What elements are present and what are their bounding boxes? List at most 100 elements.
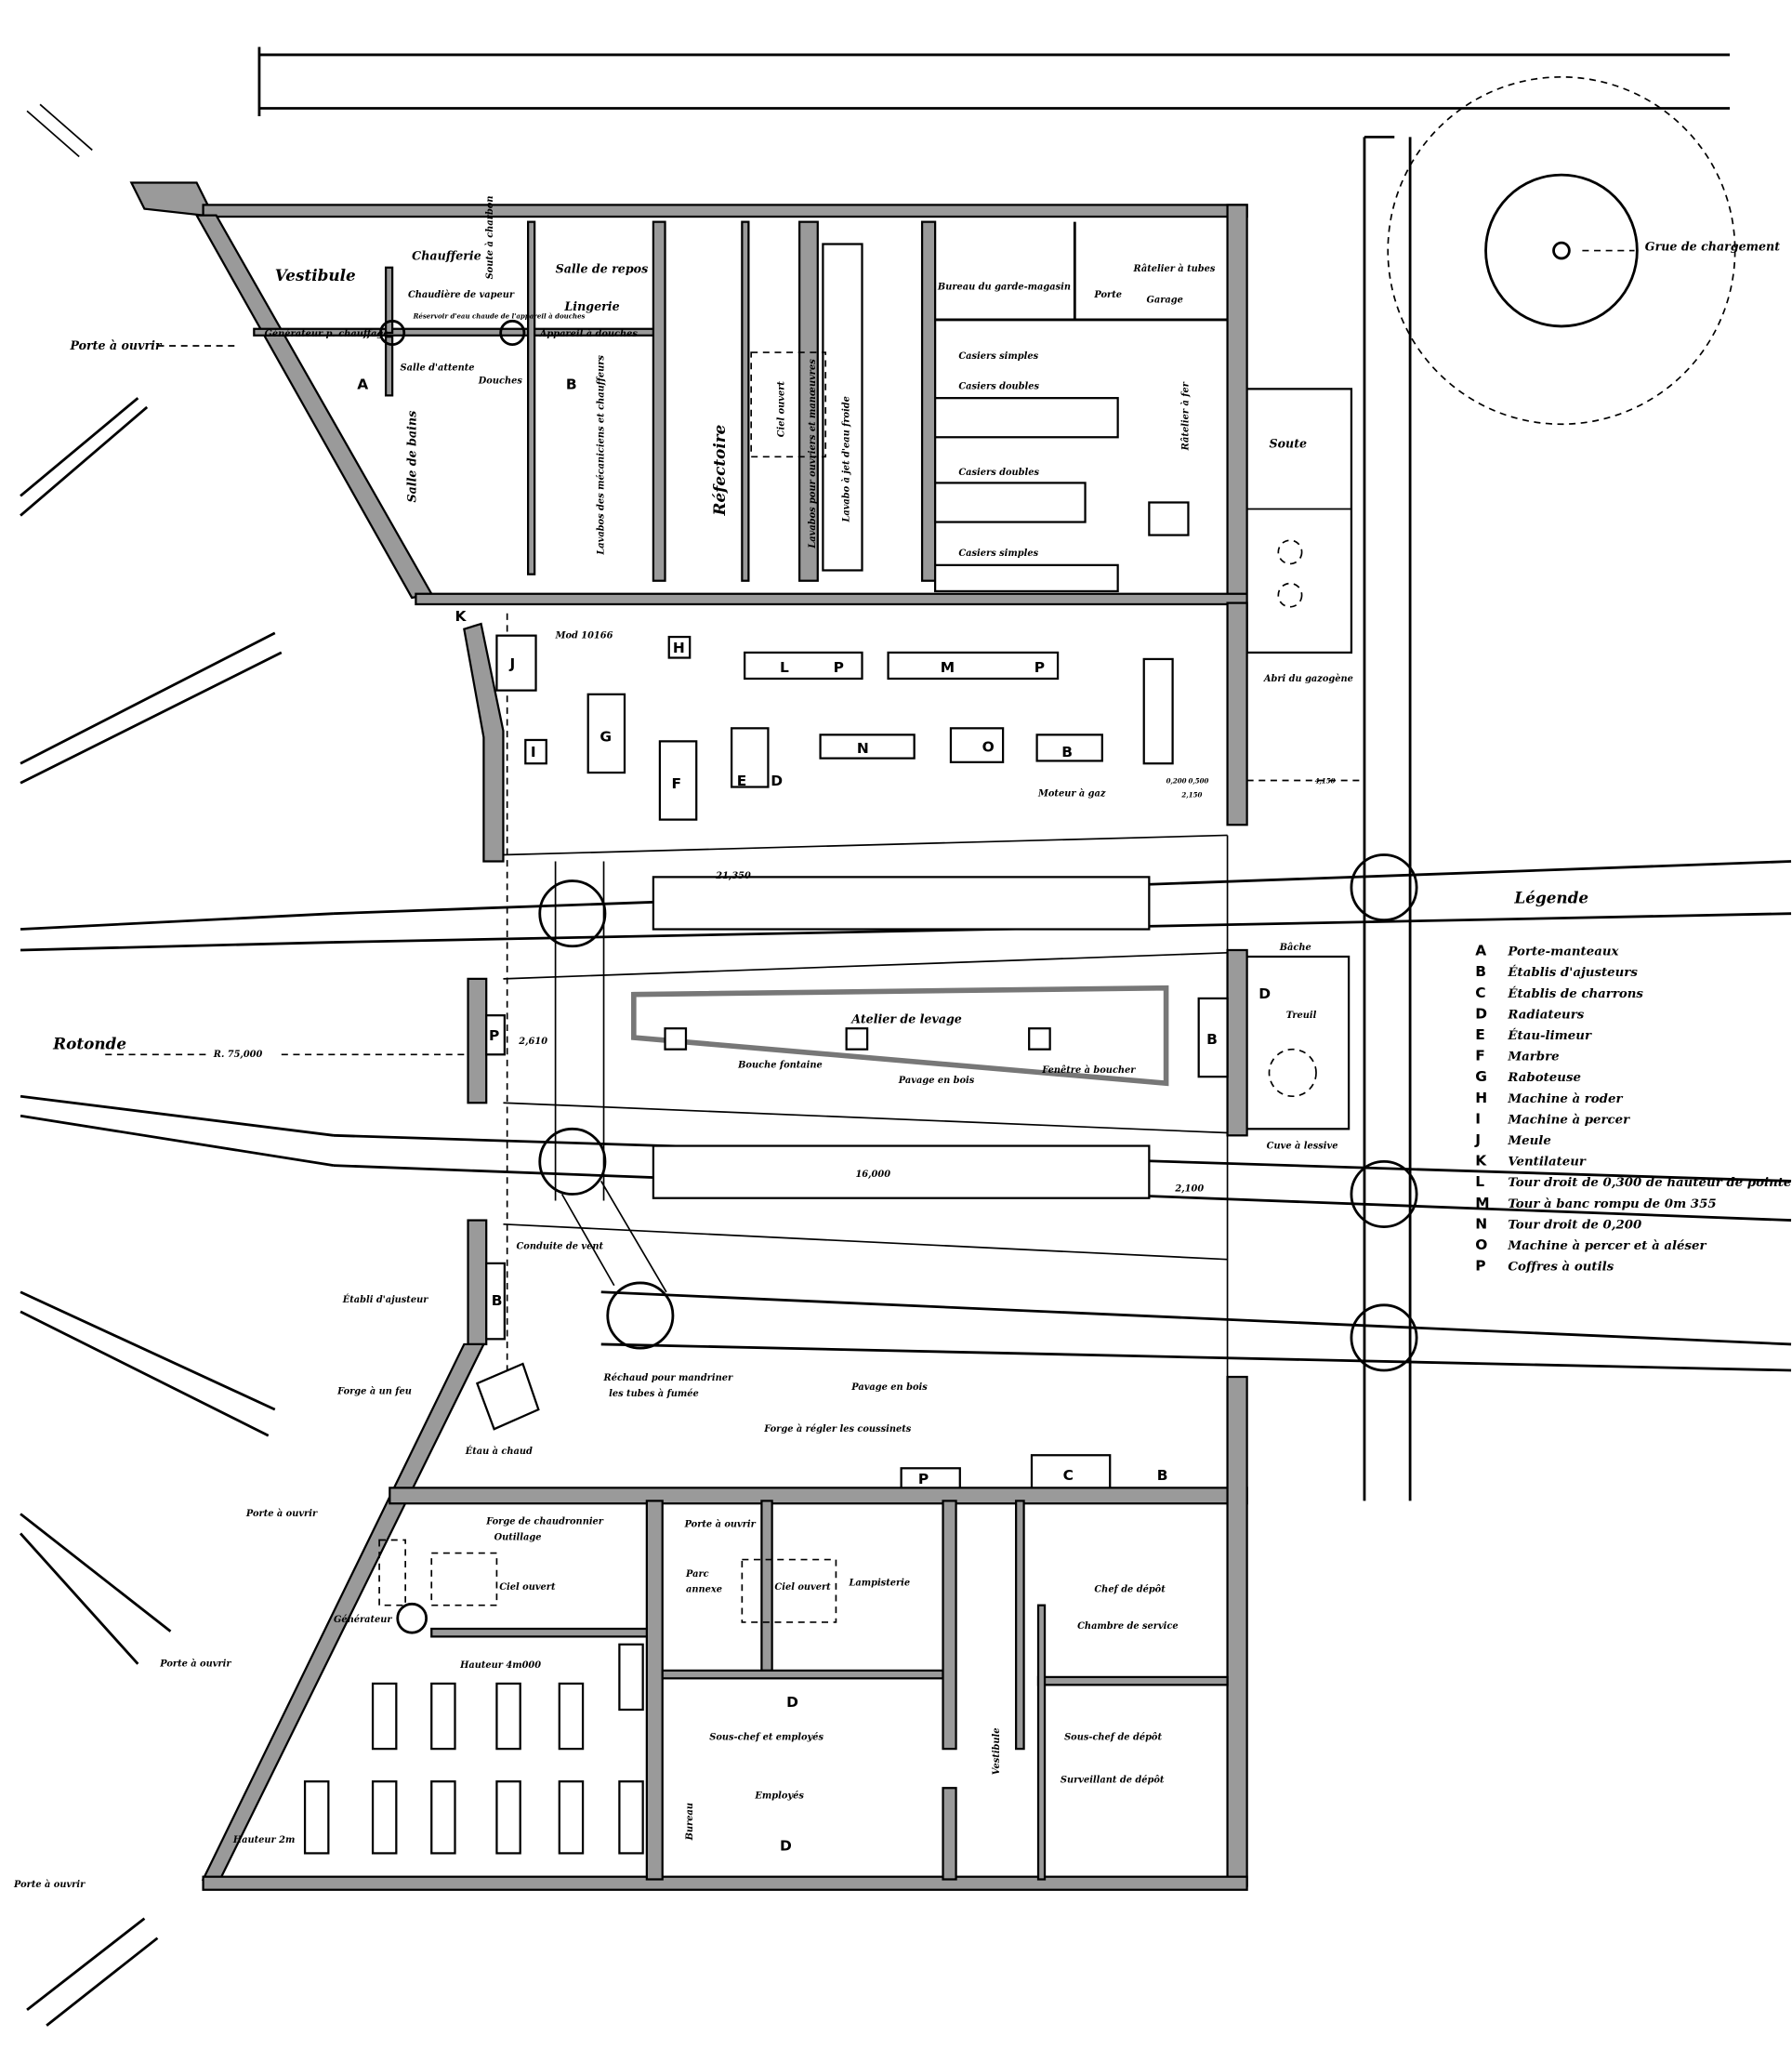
legend-key: D <box>1475 1005 1487 1022</box>
label-reservoir: Réservoir d'eau chaude de l'appareil à d… <box>413 312 586 321</box>
coat-rack-a: A <box>357 376 368 392</box>
bench-b: B <box>566 376 577 392</box>
legend-text: Tour droit de 0,200 <box>1508 1217 1642 1232</box>
label-casiers-doubles-1: Casiers doubles <box>958 381 1039 391</box>
label-douches: Douches <box>478 377 523 387</box>
label-parc: Parc <box>685 1569 709 1580</box>
legend-text: Établis d'ajusteurs <box>1507 965 1638 980</box>
label-rechaud-2: les tubes à fumée <box>609 1389 699 1399</box>
right-track <box>1363 135 1412 1501</box>
legend-text: Meule <box>1507 1133 1550 1148</box>
label-employes: Employés <box>754 1791 804 1801</box>
label-vestibule: Vestibule <box>275 266 356 284</box>
workshop-labels: Mod 10166 Moteur à gaz 0,200 0,500 2,150… <box>455 608 1364 800</box>
label-bache: Bâche <box>1279 943 1311 953</box>
legend-text: Ventilateur <box>1508 1155 1587 1170</box>
bench-b-ajusteur: B <box>492 1292 503 1309</box>
rotunda-tracks <box>19 103 335 2027</box>
machine-o: O <box>982 739 995 756</box>
label-soute-charbon: Soute à charbon <box>485 195 495 279</box>
label-grue: Grue de chargement <box>1645 240 1780 254</box>
label-abri-gazogene: Abri du gazogène <box>1263 674 1353 684</box>
label-lampisterie: Lampisterie <box>848 1579 910 1589</box>
label-annexe: annexe <box>686 1585 722 1595</box>
label-ratelier-fer: Râtelier à fer <box>1180 381 1191 451</box>
dim-2-100: 2,100 <box>1174 1184 1204 1195</box>
legend-text: Raboteuse <box>1507 1070 1581 1085</box>
label-generateur-lower: Générateur <box>334 1615 392 1625</box>
label-etau-chaud: Étau à chaud <box>465 1446 533 1457</box>
legend-key: F <box>1475 1048 1485 1064</box>
label-cuve-lessive: Cuve à lessive <box>1267 1141 1338 1151</box>
machine-i: I <box>531 744 536 760</box>
label-forge-feu: Forge à un feu <box>336 1386 412 1396</box>
legend-key: M <box>1475 1195 1489 1211</box>
legend-text: Étau-limeur <box>1507 1028 1592 1043</box>
machine-j: J <box>508 655 515 672</box>
label-atelier-levage: Atelier de levage <box>850 1012 962 1026</box>
label-hauteur: Hauteur 4m000 <box>459 1660 541 1671</box>
label-vestibule-lower: Vestibule <box>992 1727 1002 1775</box>
legend-key: O <box>1475 1236 1487 1253</box>
lower-labels: Forge à un feu Réchaud pour mandriner le… <box>13 1373 1179 1890</box>
label-porte-ouvrir: Porte à ouvrir <box>69 338 162 352</box>
machine-workshop <box>463 601 1248 863</box>
label-bouche-fontaine: Bouche fontaine <box>737 1060 823 1070</box>
upper-building <box>194 204 1353 654</box>
radiator-d-levage: D <box>1258 985 1271 1002</box>
radiator-d-lower-1: D <box>786 1694 798 1711</box>
machine-h: H <box>673 640 685 656</box>
middle-labels: 21,350 Rotonde R. 75,000 P 2,610 Atelier… <box>52 871 1337 1309</box>
lower-building <box>201 1219 1248 1891</box>
label-conduite-vent: Conduite de vent <box>516 1241 603 1251</box>
legend-key: A <box>1475 943 1486 959</box>
dim-21-350: 21,350 <box>715 871 751 881</box>
label-ciel-ouvert-1: Ciel ouvert <box>499 1582 556 1593</box>
dim-4-150: 4,150 <box>1315 776 1336 785</box>
label-fenetre-boucher: Fenêtre à boucher <box>1041 1065 1136 1076</box>
legend-text: Tour droit de 0,300 de hauteur de pointe <box>1508 1175 1791 1190</box>
label-rechaud: Réchaud pour mandriner <box>603 1373 733 1383</box>
label-chaufferie: Chaufferie <box>412 248 481 262</box>
legend-text: Établis de charrons <box>1507 986 1643 1001</box>
label-radius: R. 75,000 <box>213 1050 263 1060</box>
label-garage: Garage <box>1147 296 1183 306</box>
top-road <box>257 46 1731 116</box>
label-pavage-bois: Pavage en bois <box>898 1076 975 1086</box>
bench-b-levage: B <box>1206 1031 1218 1048</box>
dim-0-200: 0,200 <box>1166 776 1187 785</box>
loading-crane: Grue de chargement <box>1387 75 1780 426</box>
machine-p-2: P <box>1034 659 1045 676</box>
label-forge-regler: Forge à régler les coussinets <box>763 1424 912 1434</box>
label-bureau: Bureau <box>685 1803 695 1841</box>
bench-b-workshop: B <box>1061 744 1073 760</box>
legend-key: G <box>1475 1068 1487 1085</box>
machine-f: F <box>672 775 682 792</box>
dim-0-500: 0,500 <box>1188 776 1208 785</box>
legend-text: Radiateurs <box>1507 1007 1584 1022</box>
radiator-d: D <box>771 773 783 789</box>
label-casiers-simples-2: Casiers simples <box>958 549 1038 559</box>
label-forge-chaudronnier: Forge de chaudronnier <box>485 1517 604 1527</box>
legend-key: E <box>1475 1026 1485 1043</box>
legend-key: H <box>1475 1090 1487 1106</box>
main-tracks <box>333 613 1792 1488</box>
label-rotonde: Rotonde <box>52 1035 126 1053</box>
label-salle-bains: Salle de bains <box>404 411 418 503</box>
machine-n: N <box>857 740 869 757</box>
label-bureau-garde-magasin: Bureau du garde-magasin <box>937 283 1071 293</box>
legend-key: P <box>1475 1258 1485 1275</box>
label-chambre-service: Chambre de service <box>1077 1621 1178 1632</box>
label-lavabo-jet: Lavabo à jet d'eau froide <box>841 396 851 522</box>
bench-b-lower: B <box>1157 1467 1168 1484</box>
label-lavabos-ouvriers: Lavabos pour ouvriers et manœuvres <box>808 359 818 549</box>
label-porte-ouvrir-4: Porte à ouvrir <box>13 1880 86 1890</box>
legend-key: K <box>1475 1153 1487 1170</box>
label-salle-repos: Salle de repos <box>556 261 649 275</box>
upper-labels: Porte à ouvrir Vestibule Chaufferie Sout… <box>69 195 1352 683</box>
label-etabli-ajusteur: Établi d'ajusteur <box>342 1294 428 1305</box>
tool-chest-p-lower: P <box>918 1471 929 1487</box>
legend-key: L <box>1475 1173 1484 1190</box>
label-ciel-ouvert: Ciel ouvert <box>776 381 786 438</box>
tool-chest-p: P <box>489 1027 499 1044</box>
